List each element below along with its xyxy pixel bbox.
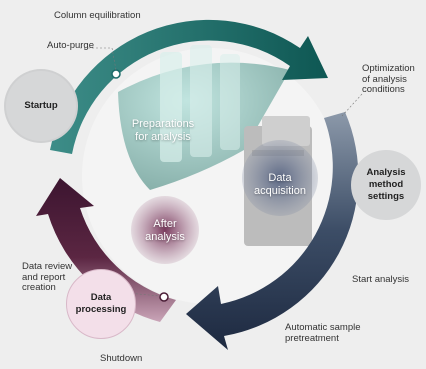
preparations-label: Preparations for analysis bbox=[131, 118, 195, 143]
auto-purge-leader bbox=[80, 47, 117, 71]
startup-node[interactable]: Startup bbox=[6, 71, 76, 141]
auto-purge-dot bbox=[111, 69, 121, 79]
beaker-1 bbox=[160, 52, 182, 162]
analysis-method-settings-label: Analysis method settings bbox=[366, 167, 406, 202]
automatic-pretreatment-label: Automatic sample pretreatment bbox=[285, 322, 361, 344]
beaker-2 bbox=[190, 45, 212, 157]
plum-arrow bbox=[36, 178, 176, 322]
optimization-label: Optimization of analysis conditions bbox=[362, 63, 415, 95]
start-analysis-label: Start analysis bbox=[352, 274, 410, 285]
navy-arrow bbox=[186, 112, 359, 350]
data-processing-dot bbox=[159, 292, 169, 302]
auto-purge-label: Auto-purge bbox=[47, 40, 95, 51]
startup-label: Startup bbox=[24, 100, 58, 111]
shutdown-label: Shutdown bbox=[100, 353, 143, 364]
data-acquisition-label: Data acquisition bbox=[254, 172, 306, 197]
column-equilibration-label: Column equilibration bbox=[54, 10, 141, 21]
optimization-leader bbox=[341, 93, 363, 117]
teal-arrow bbox=[50, 19, 328, 155]
instrument-top bbox=[262, 116, 310, 146]
after-analysis-label: After analysis bbox=[145, 218, 185, 243]
data-processing-node[interactable]: Data processing bbox=[66, 269, 136, 339]
analysis-method-settings-node[interactable]: Analysis method settings bbox=[351, 150, 421, 220]
data-processing-label: Data processing bbox=[75, 292, 127, 315]
data-review-label: Data review and report creation bbox=[22, 261, 73, 293]
data-acquisition-bubble bbox=[242, 140, 318, 216]
after-analysis-bubble bbox=[131, 196, 199, 264]
beaker-3 bbox=[220, 54, 240, 150]
